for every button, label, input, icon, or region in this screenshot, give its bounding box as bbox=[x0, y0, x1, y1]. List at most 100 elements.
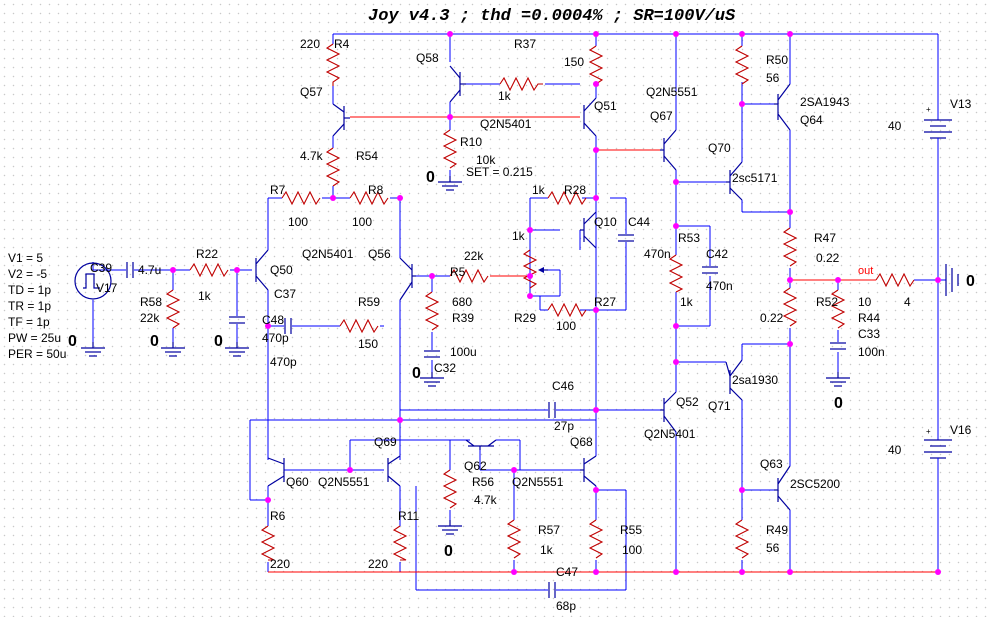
junction-dots bbox=[170, 31, 941, 575]
resistor-r11 bbox=[392, 525, 408, 561]
source-param: V1 = 5 bbox=[8, 251, 43, 265]
resistor-r4 bbox=[325, 43, 341, 86]
transistor-q56 bbox=[399, 257, 416, 301]
value-r-022b: 0.22 bbox=[760, 311, 784, 325]
ground-v17 bbox=[80, 341, 106, 357]
label-r49: R49 bbox=[766, 523, 788, 537]
resistor-r29-pot bbox=[522, 249, 538, 289]
capacitor-c33 bbox=[830, 342, 846, 350]
label-r44: R44 bbox=[858, 311, 880, 325]
resistor-r57 bbox=[506, 519, 522, 559]
ground-label: 0 bbox=[444, 543, 453, 560]
value-r58: 22k bbox=[140, 311, 160, 325]
svg-text:+: + bbox=[926, 105, 931, 114]
label-q71: Q71 bbox=[708, 399, 731, 413]
transistor-q64 bbox=[774, 83, 791, 131]
output-ground-symbol bbox=[945, 264, 959, 296]
label-c48: C48 bbox=[262, 313, 284, 327]
capacitor-c32 bbox=[424, 350, 440, 358]
value-r6: 220 bbox=[270, 557, 290, 571]
source-name: V17 bbox=[96, 281, 118, 295]
transistor-q67 bbox=[660, 129, 677, 171]
label-r7: R7 bbox=[270, 183, 286, 197]
label-c39: C39 bbox=[90, 261, 112, 275]
value-r54: 4.7k bbox=[300, 149, 324, 163]
capacitor-c48 bbox=[284, 318, 292, 334]
value-r10: 10k bbox=[476, 153, 496, 167]
battery-v13: + bbox=[924, 105, 952, 150]
label-r54: R54 bbox=[356, 149, 378, 163]
label-r37: R37 bbox=[514, 37, 536, 51]
value-r8: 100 bbox=[352, 215, 372, 229]
value-r27: 100 bbox=[556, 319, 576, 333]
value-r50: 56 bbox=[766, 71, 780, 85]
resistors bbox=[165, 43, 915, 561]
model-q63: 2SC5200 bbox=[790, 477, 840, 491]
value-r47: 0.22 bbox=[816, 251, 840, 265]
label-q62: Q62 bbox=[464, 459, 487, 473]
label-c46: C46 bbox=[552, 379, 574, 393]
resistor-r22 bbox=[189, 262, 229, 278]
ground-c33 bbox=[825, 371, 851, 387]
label-r4: R4 bbox=[334, 37, 350, 51]
label-q70: Q70 bbox=[708, 141, 731, 155]
schematic-title: Joy v4.3 ; thd =0.0004% ; SR=100V/uS bbox=[368, 7, 736, 26]
transistor-q52 bbox=[660, 391, 677, 433]
label-c33: C33 bbox=[858, 327, 880, 341]
label-r56: R56 bbox=[472, 475, 494, 489]
resistor-r55 bbox=[588, 519, 604, 559]
resistor-r6 bbox=[260, 525, 276, 561]
set-r10: SET = 0.215 bbox=[466, 165, 533, 179]
capacitors bbox=[126, 234, 846, 598]
value-r7: 100 bbox=[288, 215, 308, 229]
label-r53: R53 bbox=[678, 231, 700, 245]
ground-r10 bbox=[437, 175, 463, 191]
value-r28: 1k bbox=[532, 183, 546, 197]
value-c48: 470p bbox=[262, 331, 289, 345]
transistor-q68 bbox=[580, 455, 597, 487]
label-r39: R39 bbox=[452, 311, 474, 325]
resistor-r37 bbox=[588, 45, 604, 85]
value-r-1k-mid: 1k bbox=[680, 295, 694, 309]
label-c37: C37 bbox=[274, 287, 296, 301]
resistor-r28 bbox=[547, 190, 587, 206]
value-r57: 1k bbox=[540, 543, 554, 557]
value-c47: 68p bbox=[556, 599, 576, 613]
value-r5: 22k bbox=[464, 249, 484, 263]
resistor-r59 bbox=[339, 318, 379, 334]
label-q51: Q51 bbox=[594, 99, 617, 113]
model-q56: Q2N5401 bbox=[302, 247, 354, 261]
resistor-1k-q58 bbox=[499, 76, 543, 92]
resistor-r50 bbox=[734, 45, 750, 85]
label-r5: R5 bbox=[450, 265, 466, 279]
value-r4: 220 bbox=[300, 37, 320, 51]
transistor-q69 bbox=[387, 455, 401, 487]
label-q57: Q57 bbox=[300, 85, 323, 99]
ground-r58 bbox=[160, 341, 186, 357]
ground-label: 0 bbox=[412, 365, 421, 382]
sources: + + bbox=[74, 105, 959, 470]
label-r55: R55 bbox=[620, 523, 642, 537]
ground-c37 bbox=[224, 341, 250, 357]
label-q60: Q60 bbox=[286, 475, 309, 489]
label-c47: C47 bbox=[556, 565, 578, 579]
ground-label: 0 bbox=[68, 333, 77, 350]
value-r59: 150 bbox=[358, 337, 378, 351]
label-q10: Q10 bbox=[594, 215, 617, 229]
transistor-q10 bbox=[580, 211, 597, 249]
label-r58: R58 bbox=[140, 295, 162, 309]
resistor-r52 bbox=[830, 289, 846, 329]
transistor-q62 bbox=[465, 439, 497, 450]
resistor-r53 bbox=[668, 254, 684, 293]
label-q56: Q56 bbox=[368, 247, 391, 261]
resistor-r10 bbox=[442, 129, 458, 169]
label-v13: V13 bbox=[950, 97, 972, 111]
label-q67: Q67 bbox=[650, 109, 673, 123]
resistor-r58 bbox=[165, 289, 181, 329]
value-r39: 680 bbox=[452, 295, 472, 309]
value-c33: 100n bbox=[858, 345, 885, 359]
model-q52: Q2N5401 bbox=[644, 427, 696, 441]
net-label-out: out bbox=[858, 265, 873, 277]
label-r27: R27 bbox=[594, 295, 616, 309]
resistor-r49 bbox=[734, 519, 750, 559]
